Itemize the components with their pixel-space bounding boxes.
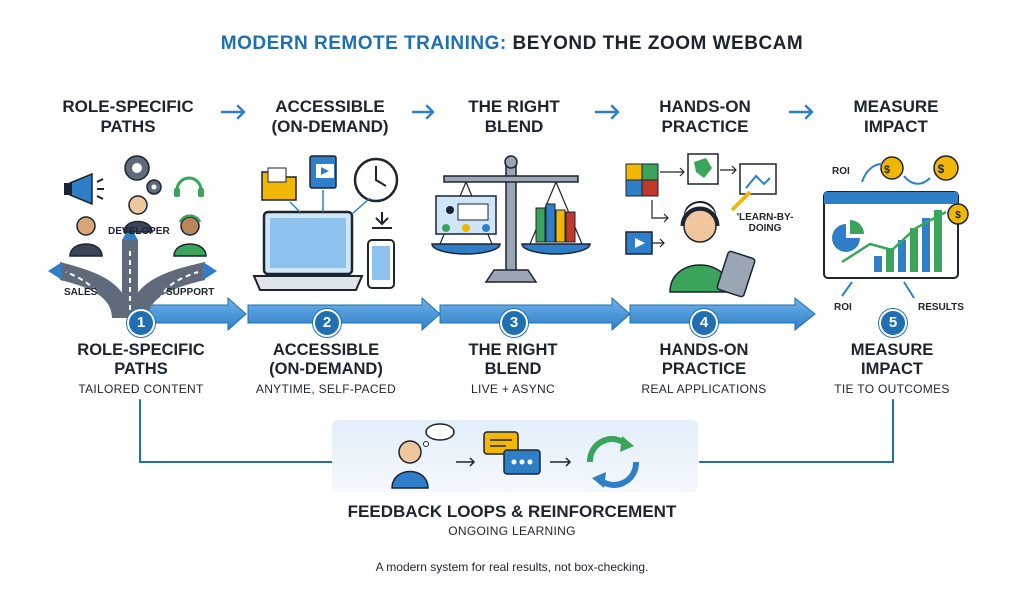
header-line: PRACTICE (661, 117, 749, 136)
puzzle-icon (625, 163, 659, 197)
step-number-badge: 2 (313, 309, 341, 337)
header-right-blend: THE RIGHT BLEND (419, 97, 609, 137)
top-arrow-icon (788, 104, 814, 120)
step-subtitle: TAILORED CONTENT (78, 382, 204, 396)
step-caption-line: HANDS-ON (659, 341, 749, 359)
impact-arrows (841, 163, 931, 299)
step-caption-line: PRACTICE (661, 360, 747, 378)
feedback-panel (332, 420, 698, 492)
step-subtitle: TIE TO OUTCOMES (834, 382, 950, 396)
download-icon (372, 212, 392, 229)
step-caption-line: IMPACT (860, 360, 924, 378)
headset-icon (174, 176, 204, 197)
gear-icon (124, 155, 162, 195)
roi-bottom-label: ROI (834, 302, 852, 313)
folder-icon (261, 167, 297, 201)
step-subtitle: LIVE + ASYNC (471, 382, 555, 396)
top-arrow-icon (220, 104, 246, 120)
developer-avatar-icon (123, 195, 153, 233)
results-label: RESULTS (918, 302, 964, 313)
top-arrow-icon (411, 104, 435, 120)
developer-label: DEVELOPER (108, 226, 170, 237)
feedback-title: FEEDBACK LOOPS & REINFORCEMENT (347, 502, 677, 521)
step-number-badge: 1 (127, 309, 155, 337)
step-caption-line: BLEND (484, 360, 542, 378)
header-accessible: ACCESSIBLE (ON-DEMAND) (235, 97, 425, 137)
support-label: SUPPORT (166, 287, 215, 298)
step-number-badge: 4 (690, 309, 718, 337)
books-icon (535, 203, 576, 243)
step-caption: MEASURE IMPACT (792, 341, 992, 379)
step-caption-line: THE RIGHT (468, 341, 558, 359)
support-avatar-icon (173, 214, 207, 257)
roi-top-label: ROI (832, 166, 850, 177)
sales-avatar-icon (69, 216, 103, 257)
sales-label: SALES (64, 287, 98, 298)
step-caption: THE RIGHT BLEND (413, 341, 613, 379)
header-line: THE RIGHT (468, 97, 560, 116)
step-number-badge: 3 (500, 309, 528, 337)
dashboard-icon (823, 191, 959, 279)
step-subtitle: ANYTIME, SELF-PACED (255, 382, 397, 396)
learn-line: 'LEARN-BY- (736, 212, 794, 223)
step-caption: ROLE-SPECIFIC PATHS (41, 341, 241, 379)
coin-symbol: $ (884, 164, 890, 176)
coin-icon (880, 155, 969, 225)
header-line: HANDS-ON (659, 97, 751, 116)
step-number-badge: 5 (879, 309, 907, 337)
learn-by-doing-label: 'LEARN-BY- DOING (730, 212, 800, 234)
design-card-icon (730, 163, 777, 212)
live-class-screen-icon (435, 195, 497, 235)
header-line: ACCESSIBLE (275, 97, 385, 116)
video-tile-icon (625, 231, 653, 255)
top-arrow-icon (594, 104, 620, 120)
page-title: MODERN REMOTE TRAINING: BEYOND THE ZOOM … (0, 33, 1024, 55)
footer-tagline: A modern system for real results, not bo… (375, 560, 649, 574)
step-caption-line: PATHS (114, 360, 168, 378)
header-role-specific: ROLE-SPECIFIC PATHS (33, 97, 223, 137)
step-caption-line: (ON-DEMAND) (269, 360, 383, 378)
clock-icon (353, 157, 399, 203)
flow-arrows (651, 165, 737, 248)
header-line: MEASURE (853, 97, 939, 116)
coin-symbol: $ (938, 162, 945, 176)
step-caption: HANDS-ON PRACTICE (604, 341, 804, 379)
map-puzzle-icon (687, 153, 719, 185)
phone-icon (367, 239, 395, 289)
header-measure: MEASURE IMPACT (801, 97, 991, 137)
header-line: PATHS (100, 117, 156, 136)
timeline-arrow (139, 296, 816, 332)
header-line: BLEND (484, 117, 544, 136)
megaphone-icon (64, 172, 104, 206)
step-caption-line: MEASURE (850, 341, 934, 359)
header-line: ROLE-SPECIFIC (62, 97, 194, 116)
feedback-subtitle: ONGOING LEARNING (448, 524, 576, 538)
header-line: IMPACT (864, 117, 928, 136)
coin-symbol: $ (955, 210, 961, 221)
header-line: (ON-DEMAND) (271, 117, 389, 136)
header-hands-on: HANDS-ON PRACTICE (610, 97, 800, 137)
learn-line: DOING (748, 223, 782, 234)
step-caption-line: ROLE-SPECIFIC (77, 341, 205, 359)
step-subtitle: REAL APPLICATIONS (641, 382, 767, 396)
title-rest: BEYOND THE ZOOM WEBCAM (512, 33, 804, 54)
laptop-icon (252, 210, 364, 291)
learner-with-tablet-icon (669, 200, 756, 298)
link-lines (289, 190, 371, 215)
step-caption: ACCESSIBLE (ON-DEMAND) (226, 341, 426, 379)
roles-roads-icon (48, 226, 217, 318)
video-file-icon (309, 155, 337, 189)
title-accent: MODERN REMOTE TRAINING: (220, 33, 507, 54)
step-caption-line: ACCESSIBLE (272, 341, 380, 359)
